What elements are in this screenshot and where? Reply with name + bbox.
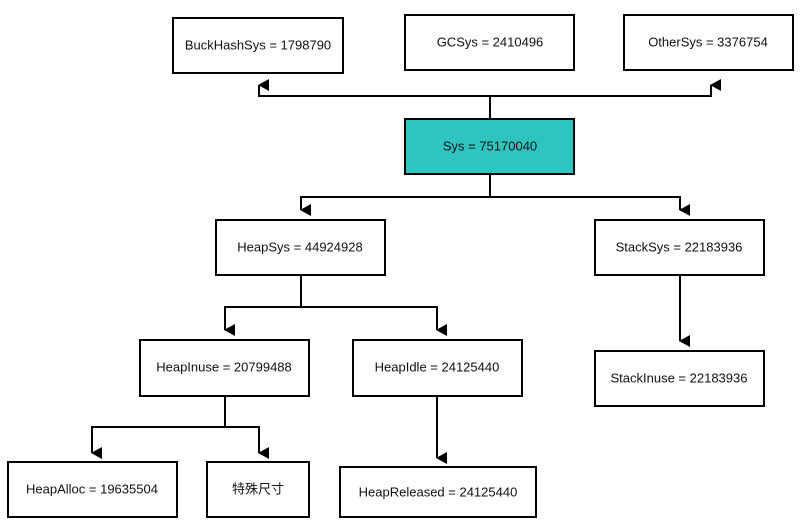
node-stackinuse: StackInuse = 22183936 xyxy=(594,350,765,407)
node-label-buckhashsys: BuckHashSys = 1798790 xyxy=(185,37,331,52)
node-label-heapsys: HeapSys = 44924928 xyxy=(237,239,362,254)
node-heapreleased: HeapReleased = 24125440 xyxy=(339,466,537,518)
edge-heapsys-to-heapidle xyxy=(301,306,447,336)
node-label-special: 特殊尺寸 xyxy=(232,481,284,496)
edges xyxy=(91,79,721,464)
node-heapalloc: HeapAlloc = 19635504 xyxy=(7,461,178,518)
edge-sys-to-heapsys xyxy=(300,174,491,216)
node-special: 特殊尺寸 xyxy=(206,461,310,518)
node-label-othersys: OtherSys = 3376754 xyxy=(648,34,768,49)
node-stacksys: StackSys = 22183936 xyxy=(594,219,765,276)
edge-heapinuse-to-heapalloc xyxy=(91,396,226,459)
node-sys: Sys = 75170040 xyxy=(404,118,575,175)
node-othersys: OtherSys = 3376754 xyxy=(623,14,794,71)
node-label-heapidle: HeapIdle = 24125440 xyxy=(375,359,500,374)
node-heapidle: HeapIdle = 24125440 xyxy=(352,339,523,397)
node-label-heapreleased: HeapReleased = 24125440 xyxy=(359,484,518,499)
node-label-heapinuse: HeapInuse = 20799488 xyxy=(156,359,292,374)
edge-sys-to-othersys xyxy=(490,79,721,97)
node-label-gcsys: GCSys = 2410496 xyxy=(437,34,544,49)
node-buckhashsys: BuckHashSys = 1798790 xyxy=(172,17,344,74)
node-label-sys: Sys = 75170040 xyxy=(443,138,537,153)
node-label-stackinuse: StackInuse = 22183936 xyxy=(611,370,748,385)
node-heapinuse: HeapInuse = 20799488 xyxy=(139,339,310,397)
node-label-stacksys: StackSys = 22183936 xyxy=(616,239,743,254)
edge-sys-to-stacksys xyxy=(490,196,690,216)
node-heapsys: HeapSys = 44924928 xyxy=(215,219,386,276)
edge-heapsys-to-heapinuse xyxy=(224,275,302,336)
edge-heapinuse-to-special xyxy=(225,426,269,459)
node-gcsys: GCSys = 2410496 xyxy=(404,14,575,71)
edge-sys-to-buckhashsys xyxy=(258,79,491,119)
node-label-heapalloc: HeapAlloc = 19635504 xyxy=(26,481,158,496)
